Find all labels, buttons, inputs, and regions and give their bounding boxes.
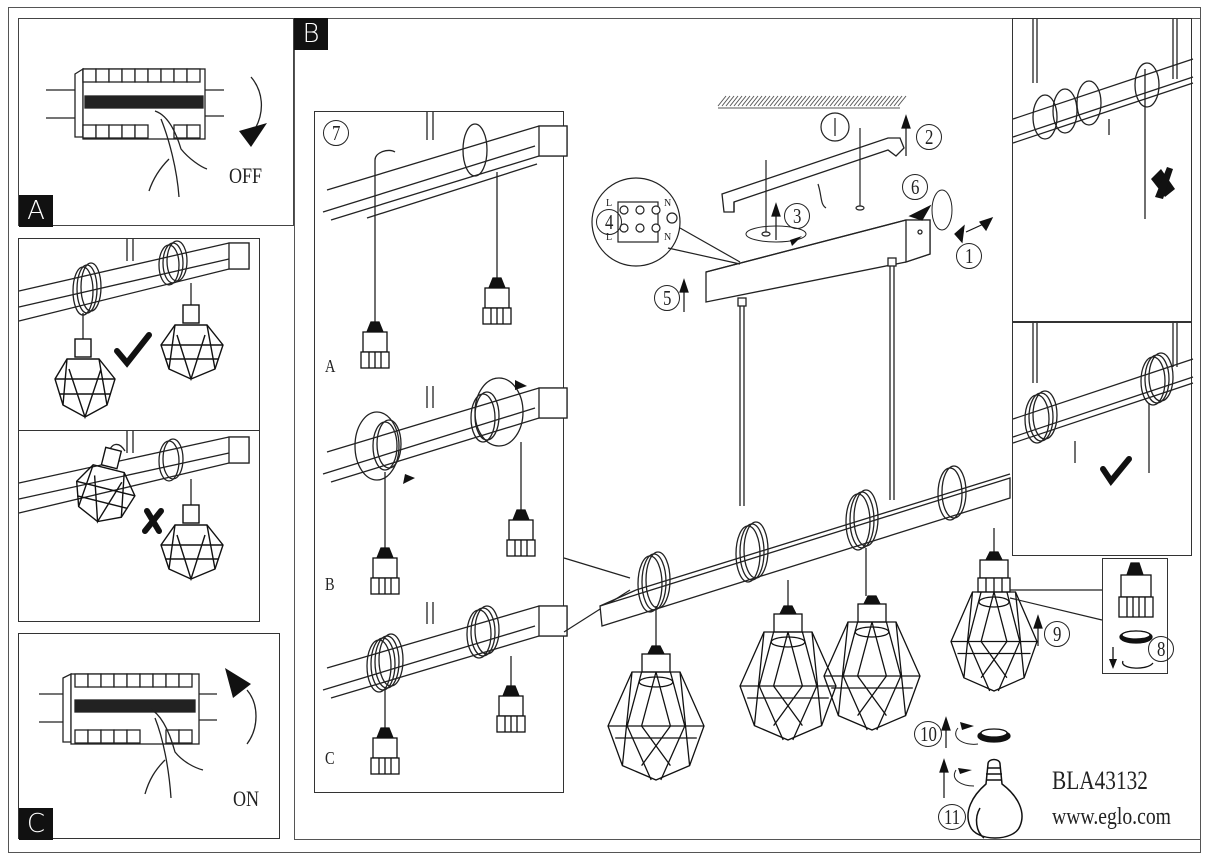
pendant-lamp-cage (823, 595, 921, 731)
terminal-label-n-top: N (664, 198, 671, 209)
step-1-marker: 1 (956, 243, 982, 269)
model-code: BLA43132 (1052, 766, 1148, 795)
suspension-wires (737, 257, 897, 506)
step-2-marker: 2 (916, 124, 942, 150)
terminal-label-l-bottom: L (606, 232, 612, 243)
hand-icon (148, 110, 208, 198)
section-c-panel: ON C (18, 633, 280, 840)
check-mark-icon (1100, 456, 1132, 487)
mounting-bracket (721, 137, 905, 213)
cable-wrap-illustrations (322, 112, 568, 775)
pendant-lamp-icon (160, 304, 224, 382)
step-4-marker: 4 (596, 209, 622, 235)
right-example-wrong-panel (1012, 18, 1194, 322)
wrap-variant-c-label: C (325, 748, 335, 768)
pendant-lamp-icon (54, 338, 116, 420)
step-10-marker: 10 (914, 721, 942, 747)
section-a-panel: OFF A (18, 18, 294, 227)
cable-wraps (637, 465, 967, 613)
pendant-lamp-icon (160, 504, 224, 582)
step-5-marker: 5 (654, 285, 680, 311)
rotate-up-arrow-icon (246, 689, 257, 745)
terminal-label-n-bottom: N (664, 232, 671, 243)
socket-ring-detail (1109, 562, 1154, 669)
step-3-marker: 3 (784, 203, 810, 229)
terminal-label-l-top: L (606, 198, 612, 209)
screw-icon (761, 112, 865, 237)
light-bulb-icon (967, 758, 1023, 839)
ground-symbol-icon (666, 212, 678, 224)
switch-off-label: OFF (229, 163, 263, 188)
cross-mark-icon (142, 508, 164, 534)
check-mark-icon (114, 332, 152, 368)
pendant-lamp-icon (75, 446, 136, 524)
wrap-correct-illustration (18, 239, 250, 420)
socket-ring-icon (977, 728, 1011, 743)
website-link[interactable]: www.eglo.com (1052, 804, 1171, 830)
step-11-marker: 11 (938, 804, 966, 830)
breaker-switches (74, 673, 196, 744)
breaker-panel-on-illustration (39, 668, 257, 799)
left-example-wrong-panel (18, 430, 260, 622)
section-a-badge: A (19, 195, 53, 227)
hand-icon (144, 707, 204, 799)
step-7-marker: 7 (323, 120, 349, 146)
step-9-marker: 9 (1044, 621, 1070, 647)
switch-on-label: ON (233, 786, 260, 811)
left-example-correct-panel (18, 238, 260, 432)
wrap-options-panel: 7 A B C (314, 111, 568, 793)
breaker-switches (82, 68, 204, 139)
step-8-detail-panel (1102, 558, 1168, 674)
rotate-down-arrow-icon (250, 76, 262, 130)
lamp-socket-icon (360, 277, 536, 775)
right-example-correct-panel (1012, 322, 1194, 556)
terminal-block-detail (591, 177, 741, 267)
wrap-correct-illustration-right (1012, 323, 1194, 487)
pendant-lamp-cage (607, 645, 705, 781)
section-b-badge: B (294, 18, 328, 50)
breaker-panel-off-illustration (46, 67, 267, 198)
ceiling-hatch (717, 95, 907, 109)
section-c-badge: C (19, 808, 53, 840)
step-6-marker: 6 (902, 174, 928, 200)
step-8-marker: 8 (1148, 636, 1174, 662)
wooden-bar (599, 473, 1011, 627)
pendant-lamp-cage (739, 605, 837, 741)
wrap-variant-a-label: A (325, 356, 336, 376)
section-b-frame (294, 18, 1201, 840)
wrap-variant-b-label: B (325, 574, 335, 594)
wrap-wrong-illustration-right (1012, 19, 1194, 219)
wrap-wrong-illustration (18, 431, 250, 582)
